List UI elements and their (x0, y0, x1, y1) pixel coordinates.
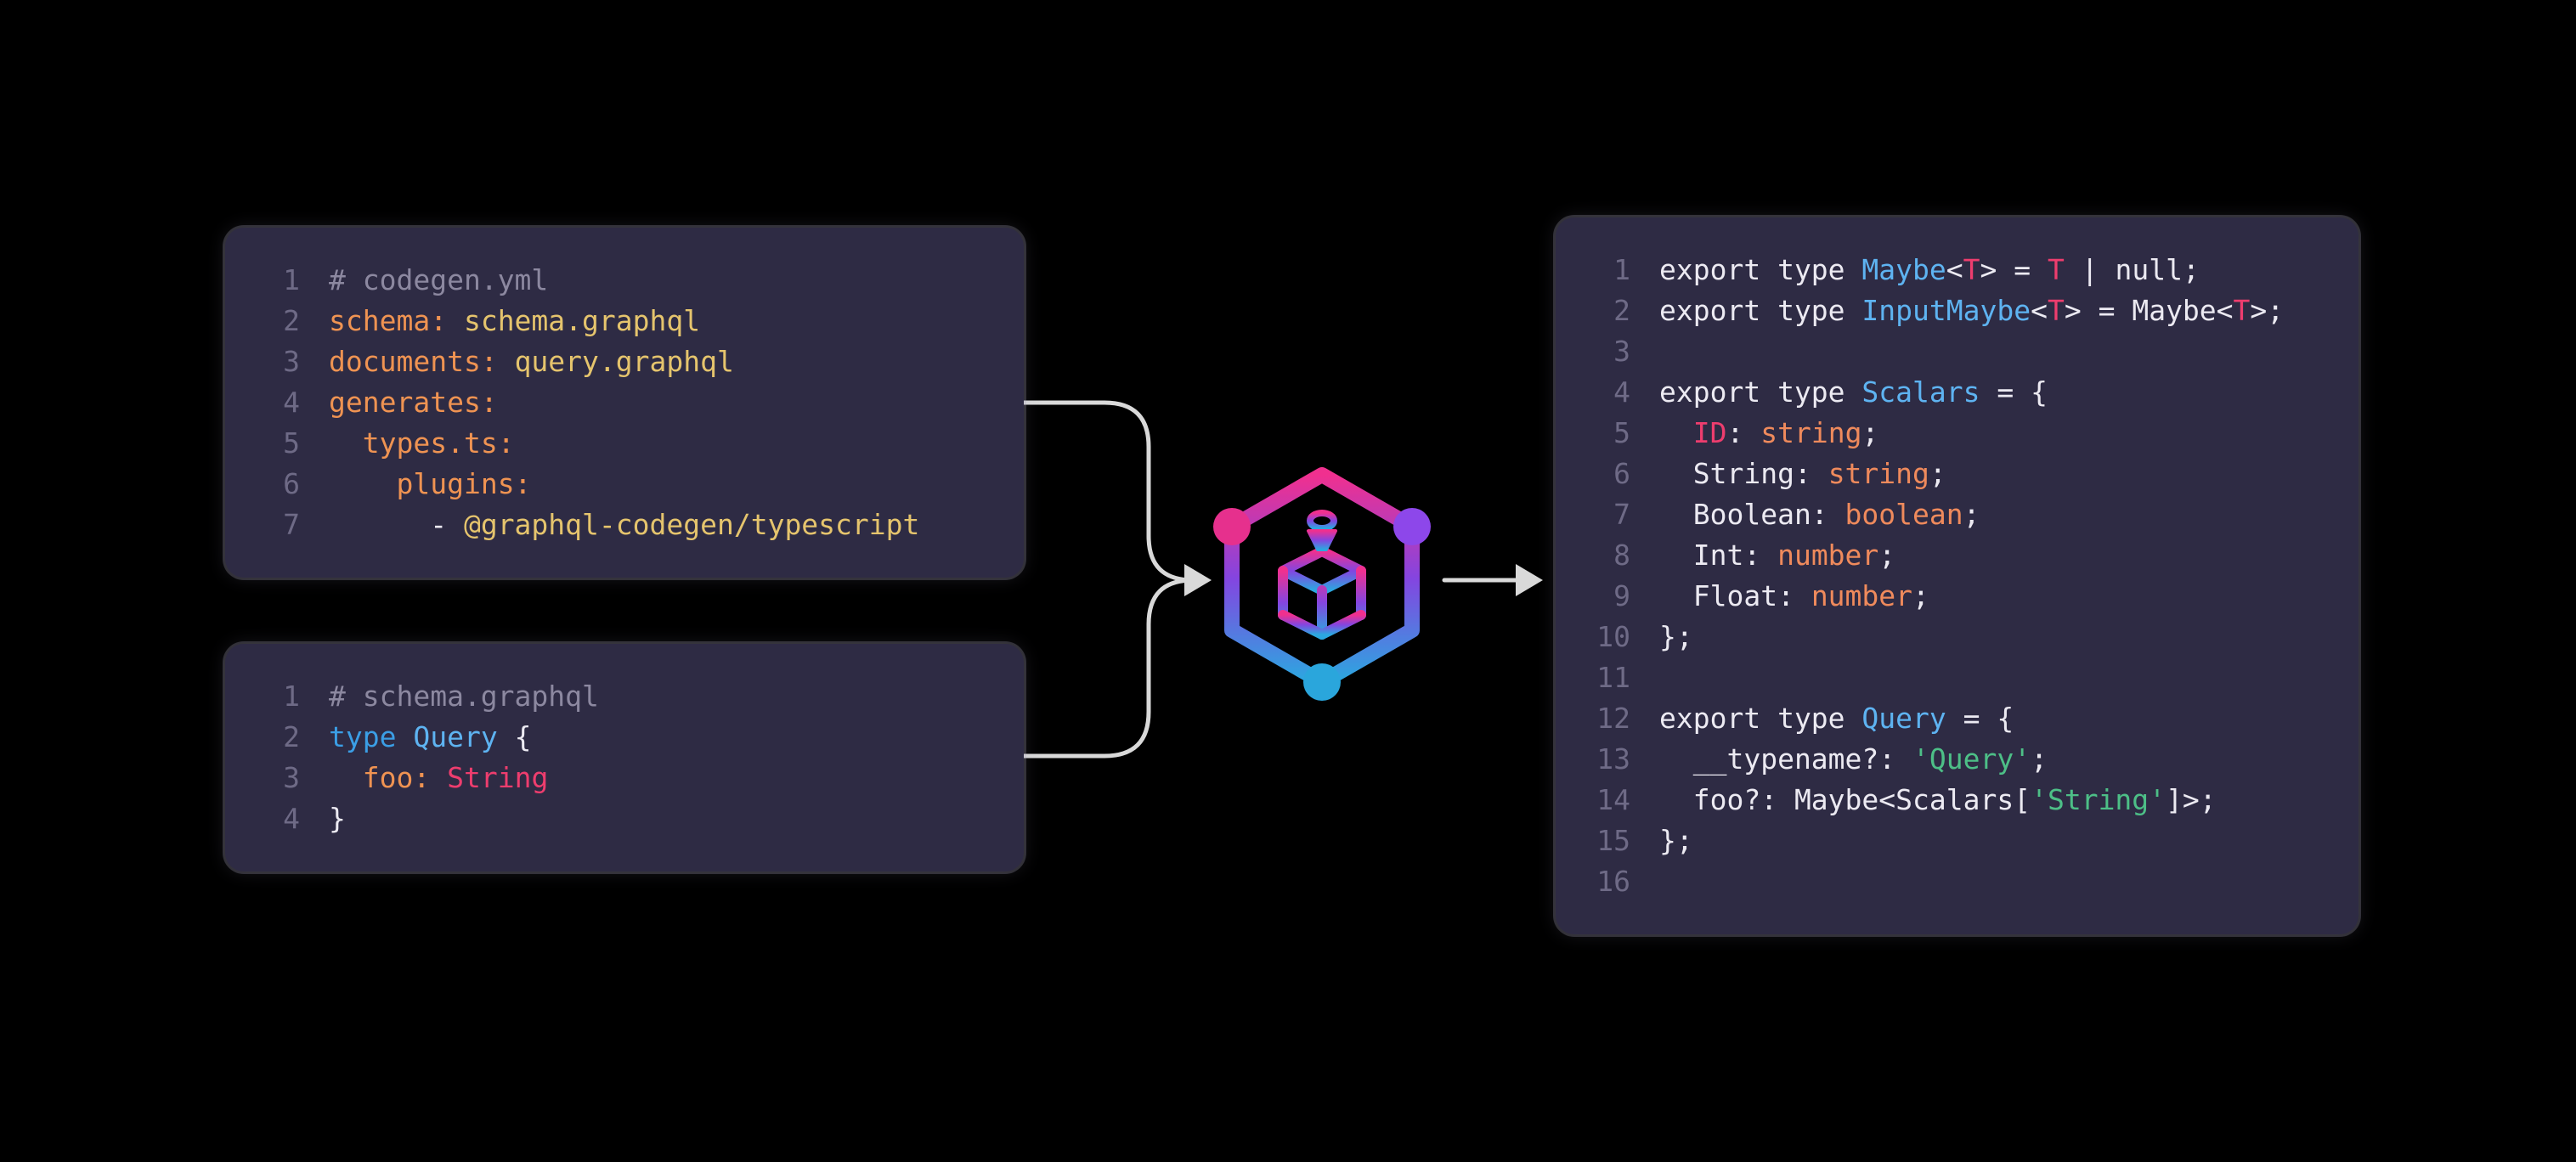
schema-graphql-panel: 1 # schema.graphql 2 type Query { 3 foo: Str… (225, 644, 1024, 872)
code-line: 1 # codegen.yml (256, 260, 993, 301)
arrowhead-into-output (1516, 564, 1543, 596)
line-number: 12 (1596, 702, 1630, 735)
line-number: 3 (1613, 335, 1630, 368)
code-text: }; (1659, 620, 1693, 653)
code-line: 9 Float: number; (1586, 576, 2328, 617)
typescript-output-panel: 1 export type Maybe<T> = T | null; 2 export… (1556, 217, 2359, 934)
code-line: 6 String: string; (1586, 454, 2328, 494)
code-line: 4} (256, 798, 993, 839)
line-number: 1 (1613, 253, 1630, 286)
line-number: 6 (1613, 457, 1630, 490)
code-line: 4 export type Scalars = { (1586, 372, 2328, 413)
line-number: 1 (283, 263, 300, 296)
code-text: Boolean: boolean; (1659, 498, 1980, 531)
code-text: ID: string; (1692, 416, 1879, 449)
code-line: 7 - @graphql-codegen/typescript (256, 505, 993, 545)
code-text: } (329, 802, 346, 835)
code-line: 12 export type Query = { (1586, 698, 2328, 739)
code-text: Float: number; (1659, 579, 1929, 612)
code-text: schema: schema.graphql (329, 304, 701, 337)
node-circle-pink (1213, 508, 1251, 545)
code-text: # codegen.yml (329, 263, 549, 296)
code-text: }; (1659, 824, 1693, 857)
line-number: 2 (1613, 294, 1630, 327)
cube-icon (1278, 546, 1366, 640)
code-text: Int: number; (1659, 539, 1896, 572)
code-line: 6 plugins: (256, 464, 993, 505)
code-line: 1 export type Maybe<T> = T | null; (1586, 250, 2328, 290)
code-line: 8 Int: number; (1586, 535, 2328, 576)
code-text: documents: query.graphql (329, 345, 734, 378)
line-number: 11 (1596, 661, 1630, 694)
line-number: 14 (1596, 783, 1630, 816)
code-line: 4 generates: (256, 382, 993, 423)
line-number: 6 (283, 467, 300, 500)
code-text: # schema.graphql (329, 680, 599, 713)
code-line: 11 (1586, 657, 2328, 698)
code-text: export type Query = { (1659, 702, 2014, 735)
code-line: 3 (1586, 331, 2328, 372)
line-number: 10 (1596, 620, 1630, 653)
code-text: foo?: Maybe<Scalars['String']>; (1659, 783, 2217, 816)
line-number: 4 (283, 802, 300, 835)
code-text: export type Scalars = { (1659, 375, 2048, 409)
code-line: 3 foo: String (256, 758, 993, 798)
arrow-line-codegen-to-logo (1021, 400, 1195, 583)
code-line: 2 export type InputMaybe<T> = Maybe<T>; (1586, 290, 2328, 331)
node-circle-blue (1303, 663, 1341, 701)
code-line: 7 Boolean: boolean; (1586, 494, 2328, 535)
line-number: 1 (283, 680, 300, 713)
line-number: 4 (283, 386, 300, 419)
code-line: 10}; (1586, 617, 2328, 657)
code-text: String: string; (1659, 457, 1946, 490)
code-line: 13 __typename?: 'Query'; (1586, 739, 2328, 780)
line-number: 13 (1596, 742, 1630, 776)
arrow-line-schema-to-logo (1021, 578, 1195, 759)
line-number: 5 (1613, 416, 1630, 449)
codegen-yml-panel: 1 # codegen.yml 2 schema: schema.graphql 3 do… (225, 228, 1024, 578)
code-line: 5 ID: string; (1586, 413, 2328, 454)
code-line: 16 (1586, 861, 2328, 902)
code-text: - @graphql-codegen/typescript (329, 508, 920, 541)
line-number: 3 (283, 345, 300, 378)
code-line: 5 types.ts: (256, 423, 993, 464)
nozzle-icon (1307, 510, 1337, 551)
code-line: 2 type Query { (256, 717, 993, 758)
arrowhead-into-logo (1184, 564, 1212, 596)
line-number: 3 (283, 761, 300, 794)
line-number: 2 (283, 304, 300, 337)
hexagon-outline (1224, 467, 1420, 690)
logo-container (1205, 453, 1439, 708)
code-text: plugins: (396, 467, 532, 500)
code-text: type Query { (329, 720, 532, 753)
code-text: export type InputMaybe<T> = Maybe<T>; (1659, 294, 2285, 327)
line-number: 9 (1613, 579, 1630, 612)
code-text: types.ts: (362, 426, 515, 460)
line-number: 16 (1596, 865, 1630, 898)
line-number: 5 (283, 426, 300, 460)
code-text: export type Maybe<T> = T | null; (1659, 253, 2200, 286)
code-text: __typename?: 'Query'; (1659, 742, 2048, 776)
code-text: generates: (329, 386, 498, 419)
line-number: 2 (283, 720, 300, 753)
line-number: 7 (283, 508, 300, 541)
code-line: 3 documents: query.graphql (256, 341, 993, 382)
line-number: 4 (1613, 375, 1630, 409)
code-text: foo: String (362, 761, 549, 794)
code-line: 14 foo?: Maybe<Scalars['String']>; (1586, 780, 2328, 821)
line-number: 15 (1596, 824, 1630, 857)
code-line: 15}; (1586, 821, 2328, 861)
line-number: 7 (1613, 498, 1630, 531)
code-line: 1 # schema.graphql (256, 676, 993, 717)
graphql-codegen-logo (1213, 467, 1431, 701)
code-line: 2 schema: schema.graphql (256, 301, 993, 341)
node-circle-purple (1393, 508, 1431, 545)
line-number: 8 (1613, 539, 1630, 572)
